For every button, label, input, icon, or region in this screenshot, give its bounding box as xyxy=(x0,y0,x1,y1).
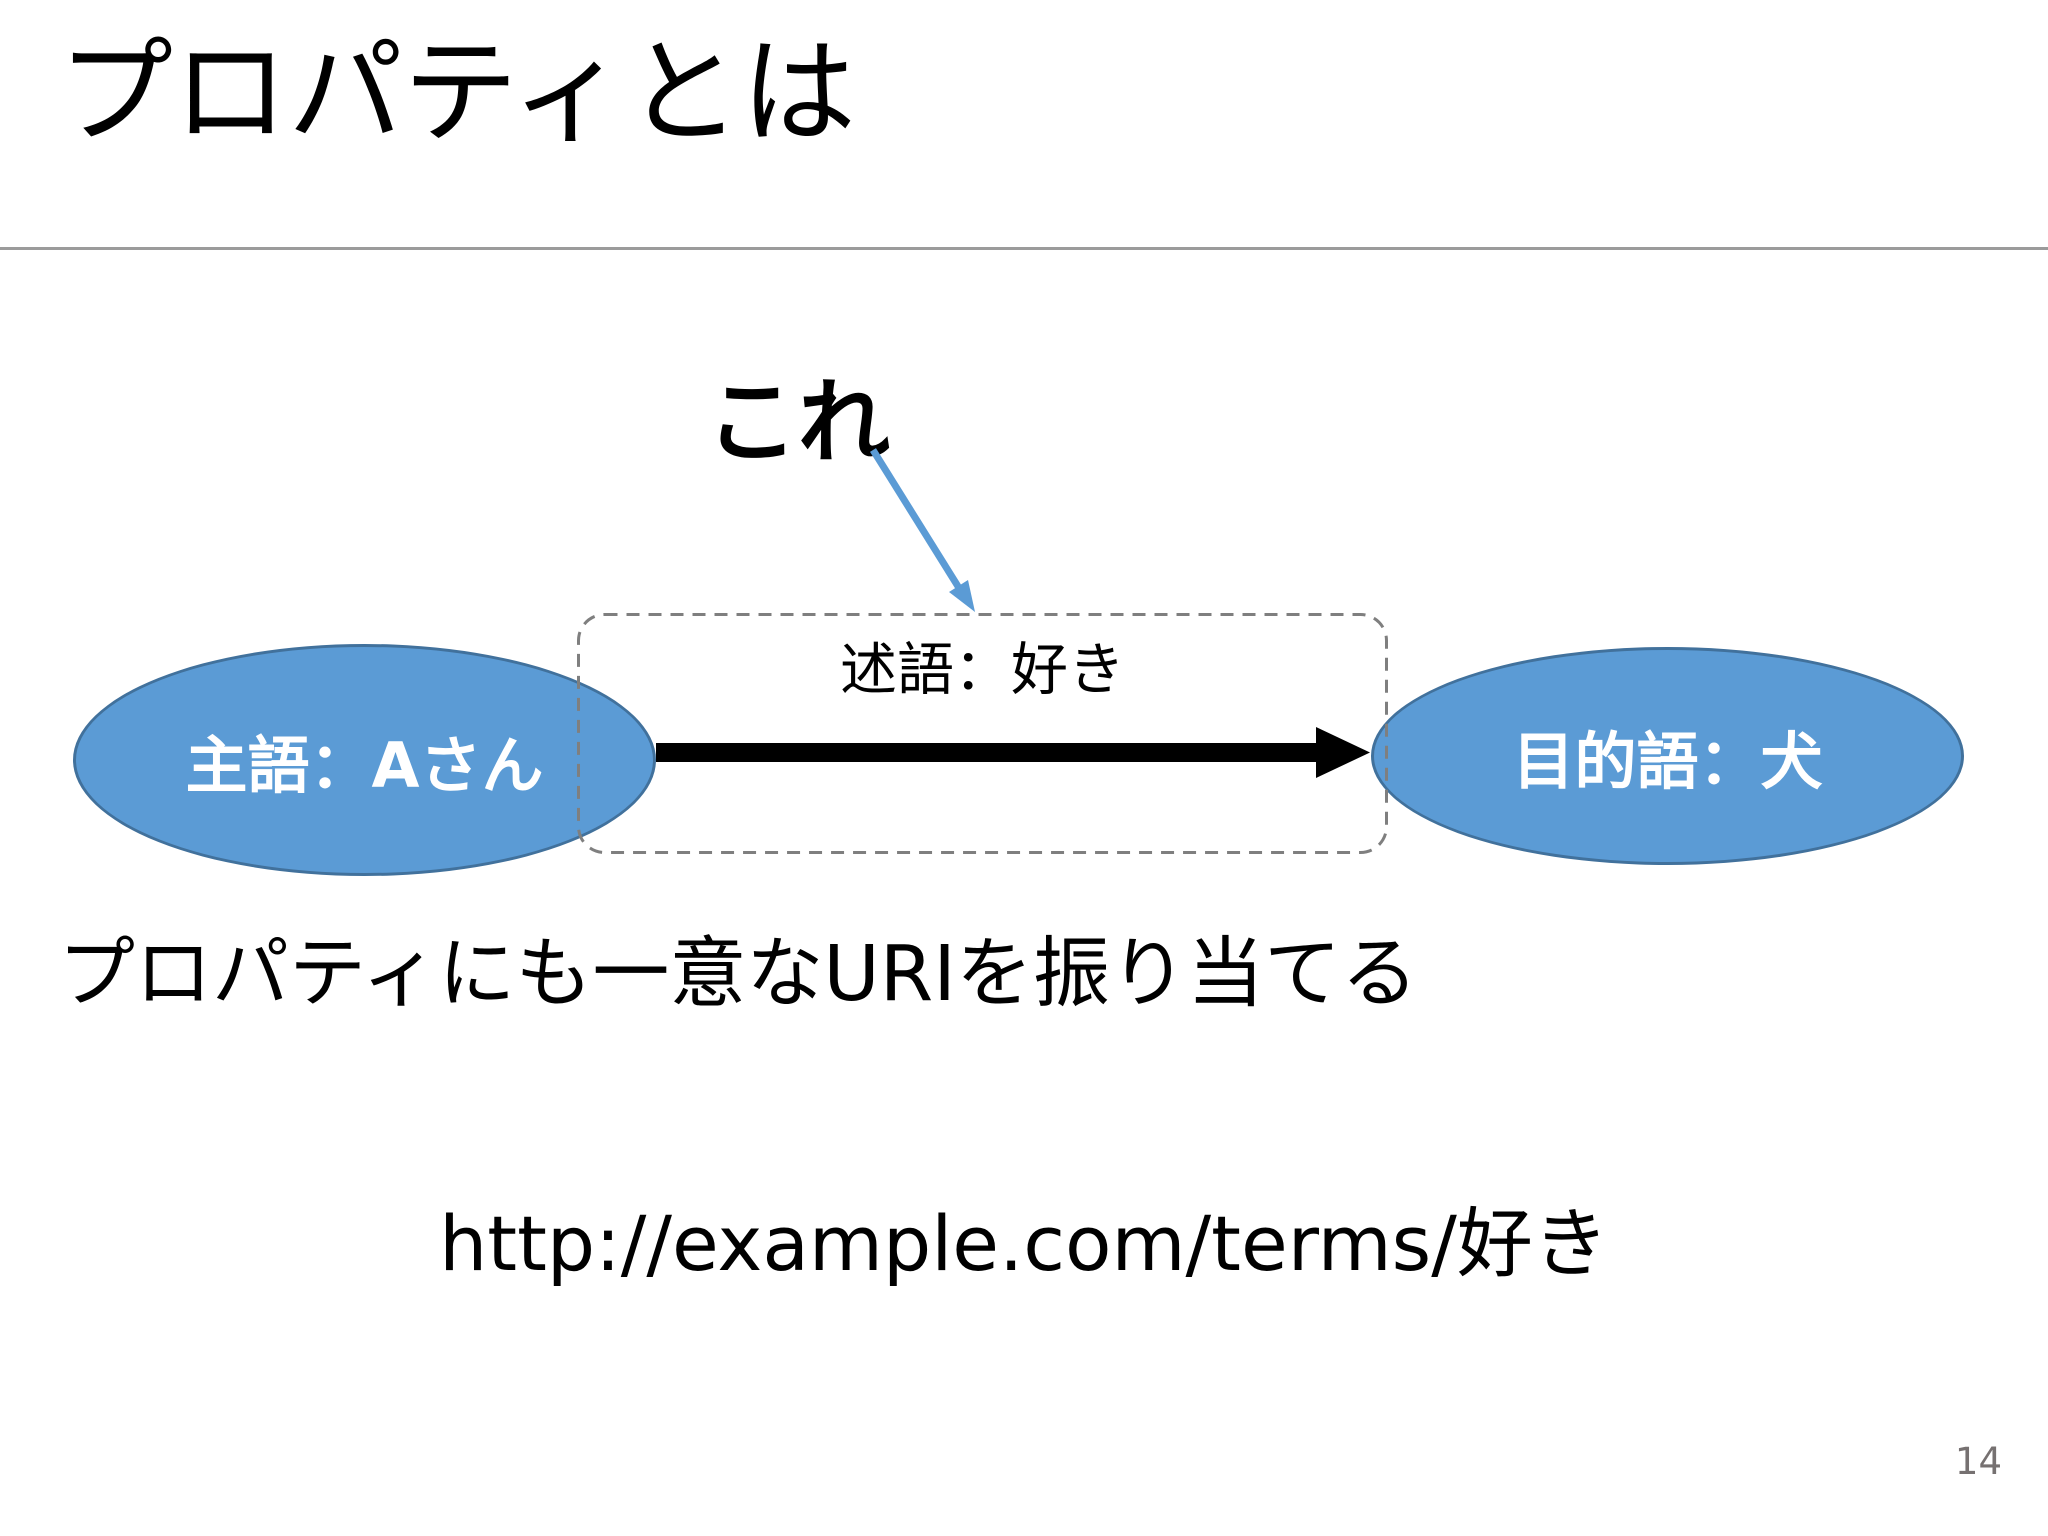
pointer-arrow-head-icon xyxy=(949,580,975,612)
title-separator-line xyxy=(0,247,2048,250)
subject-node-label: 主語：Aさん xyxy=(185,729,544,802)
subject-node-ellipse: 主語：Aさん xyxy=(73,644,656,876)
predicate-arrow-shaft xyxy=(656,743,1318,762)
object-node-ellipse: 目的語：犬 xyxy=(1371,647,1964,865)
page-title: プロパティとは xyxy=(58,26,857,160)
object-node-label: 目的語：犬 xyxy=(1512,725,1823,798)
uri-text: http://example.com/terms/好き xyxy=(439,1199,1609,1288)
page-number: 14 xyxy=(1954,1440,2002,1483)
body-caption: プロパティにも一意なURIを振り当てる xyxy=(58,930,1418,1019)
predicate-arrow-head-icon xyxy=(1316,727,1370,778)
pointer-callout-label: これ xyxy=(706,369,891,476)
predicate-label: 述語：好き xyxy=(840,637,1125,703)
